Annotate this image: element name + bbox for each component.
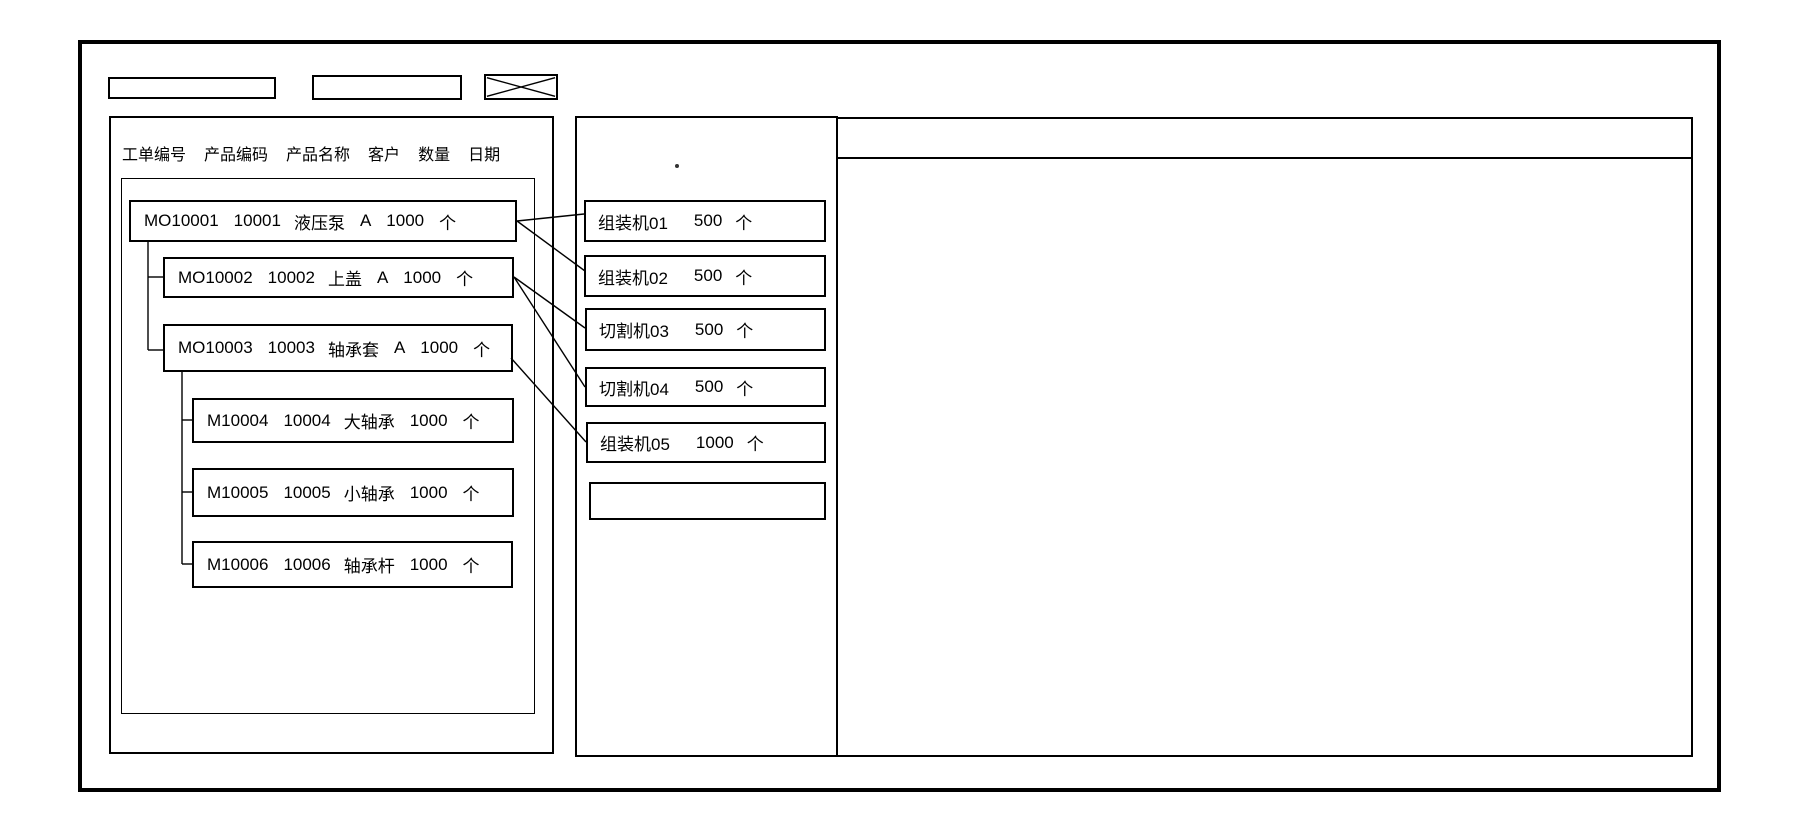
workcenter-unit: 个 xyxy=(736,379,754,399)
product-name: 上盖 xyxy=(327,270,362,289)
product-name: 小轴承 xyxy=(343,485,395,504)
workcenter-qty: 500 xyxy=(694,319,724,339)
workcenter-item-01[interactable]: 组装机01 500 个 xyxy=(584,200,826,242)
order-node-m10004[interactable]: M10004 10004 大轴承 1000 个 xyxy=(192,398,514,443)
order-node-m10005[interactable]: M10005 10005 小轴承 1000 个 xyxy=(192,468,514,517)
unit: 个 xyxy=(439,213,457,233)
product-name: 轴承套 xyxy=(327,340,379,360)
detail-panel xyxy=(836,117,1693,757)
order-node-mo10001[interactable]: MO10001 10001 液压泵 A 1000 个 xyxy=(129,200,517,242)
unit: 个 xyxy=(462,485,480,504)
toolbar-input-2[interactable] xyxy=(312,75,462,100)
order-node-mo10002[interactable]: MO10002 10002 上盖 A 1000 个 xyxy=(163,257,514,298)
order-no: MO10003 xyxy=(178,338,253,357)
workcenter-item-02[interactable]: 组装机02 500 个 xyxy=(584,255,826,297)
unit: 个 xyxy=(473,340,491,360)
workcenter-unit: 个 xyxy=(735,213,753,233)
column-product-name: 产品名称 xyxy=(286,147,351,164)
quantity: 1000 xyxy=(409,482,448,502)
order-node-mo10003[interactable]: MO10003 10003 轴承套 A 1000 个 xyxy=(163,324,513,372)
column-order-no: 工单编号 xyxy=(122,147,187,164)
customer: A xyxy=(376,267,389,287)
toolbar-input-1[interactable] xyxy=(108,77,276,99)
column-header-row: 工单编号 产品编码 产品名称 客户 数量 日期 xyxy=(122,142,547,164)
workcenter-item-03[interactable]: 切割机03 500 个 xyxy=(585,308,826,351)
order-no: M10006 xyxy=(207,554,269,574)
product-code: 10004 xyxy=(283,410,331,430)
product-name: 液压泵 xyxy=(293,213,345,233)
quantity: 1000 xyxy=(409,554,448,574)
product-name: 大轴承 xyxy=(343,413,395,432)
close-button[interactable] xyxy=(484,74,558,100)
order-node-m10006[interactable]: M10006 10006 轴承杆 1000 个 xyxy=(192,541,513,588)
workcenter-item-empty[interactable] xyxy=(589,482,826,520)
dot-mark xyxy=(675,164,679,168)
workcenter-qty: 500 xyxy=(693,266,723,285)
workcenter-qty: 500 xyxy=(693,211,723,230)
quantity: 1000 xyxy=(403,267,442,287)
workcenter-name: 组装机01 xyxy=(598,213,668,233)
order-no: MO10002 xyxy=(178,267,253,287)
workcenter-qty: 500 xyxy=(694,377,724,396)
window-frame xyxy=(78,40,1721,792)
quantity: 1000 xyxy=(409,410,448,430)
workcenter-unit: 个 xyxy=(746,435,764,454)
customer: A xyxy=(393,338,406,357)
column-product-code: 产品编码 xyxy=(204,147,269,164)
workcenter-name: 组装机05 xyxy=(600,435,670,454)
workcenter-item-05[interactable]: 组装机05 1000 个 xyxy=(586,422,826,463)
unit: 个 xyxy=(462,413,480,432)
quantity: 1000 xyxy=(386,211,425,230)
order-no: M10004 xyxy=(207,410,269,430)
unit: 个 xyxy=(462,557,480,576)
product-name: 轴承杆 xyxy=(343,557,395,576)
workcenter-item-04[interactable]: 切割机04 500 个 xyxy=(585,367,826,407)
order-no: MO10001 xyxy=(144,211,219,230)
workcenter-unit: 个 xyxy=(736,322,754,341)
product-code: 10006 xyxy=(283,554,331,574)
close-icon xyxy=(486,77,556,97)
column-customer: 客户 xyxy=(368,147,401,164)
workcenter-qty: 1000 xyxy=(695,432,734,452)
quantity: 1000 xyxy=(420,338,459,357)
unit: 个 xyxy=(456,270,474,289)
workcenter-name: 组装机02 xyxy=(598,268,668,288)
product-code: 10003 xyxy=(267,338,315,357)
column-qty: 数量 xyxy=(418,147,451,164)
order-no: M10005 xyxy=(207,482,269,502)
workcenter-name: 切割机03 xyxy=(599,322,669,341)
workcenter-name: 切割机04 xyxy=(599,379,669,399)
workcenter-unit: 个 xyxy=(735,268,753,288)
column-date: 日期 xyxy=(468,147,501,164)
product-code: 10001 xyxy=(233,211,281,230)
product-code: 10002 xyxy=(267,267,315,287)
customer: A xyxy=(359,211,372,230)
product-code: 10005 xyxy=(283,482,331,502)
detail-header-divider xyxy=(838,157,1691,159)
